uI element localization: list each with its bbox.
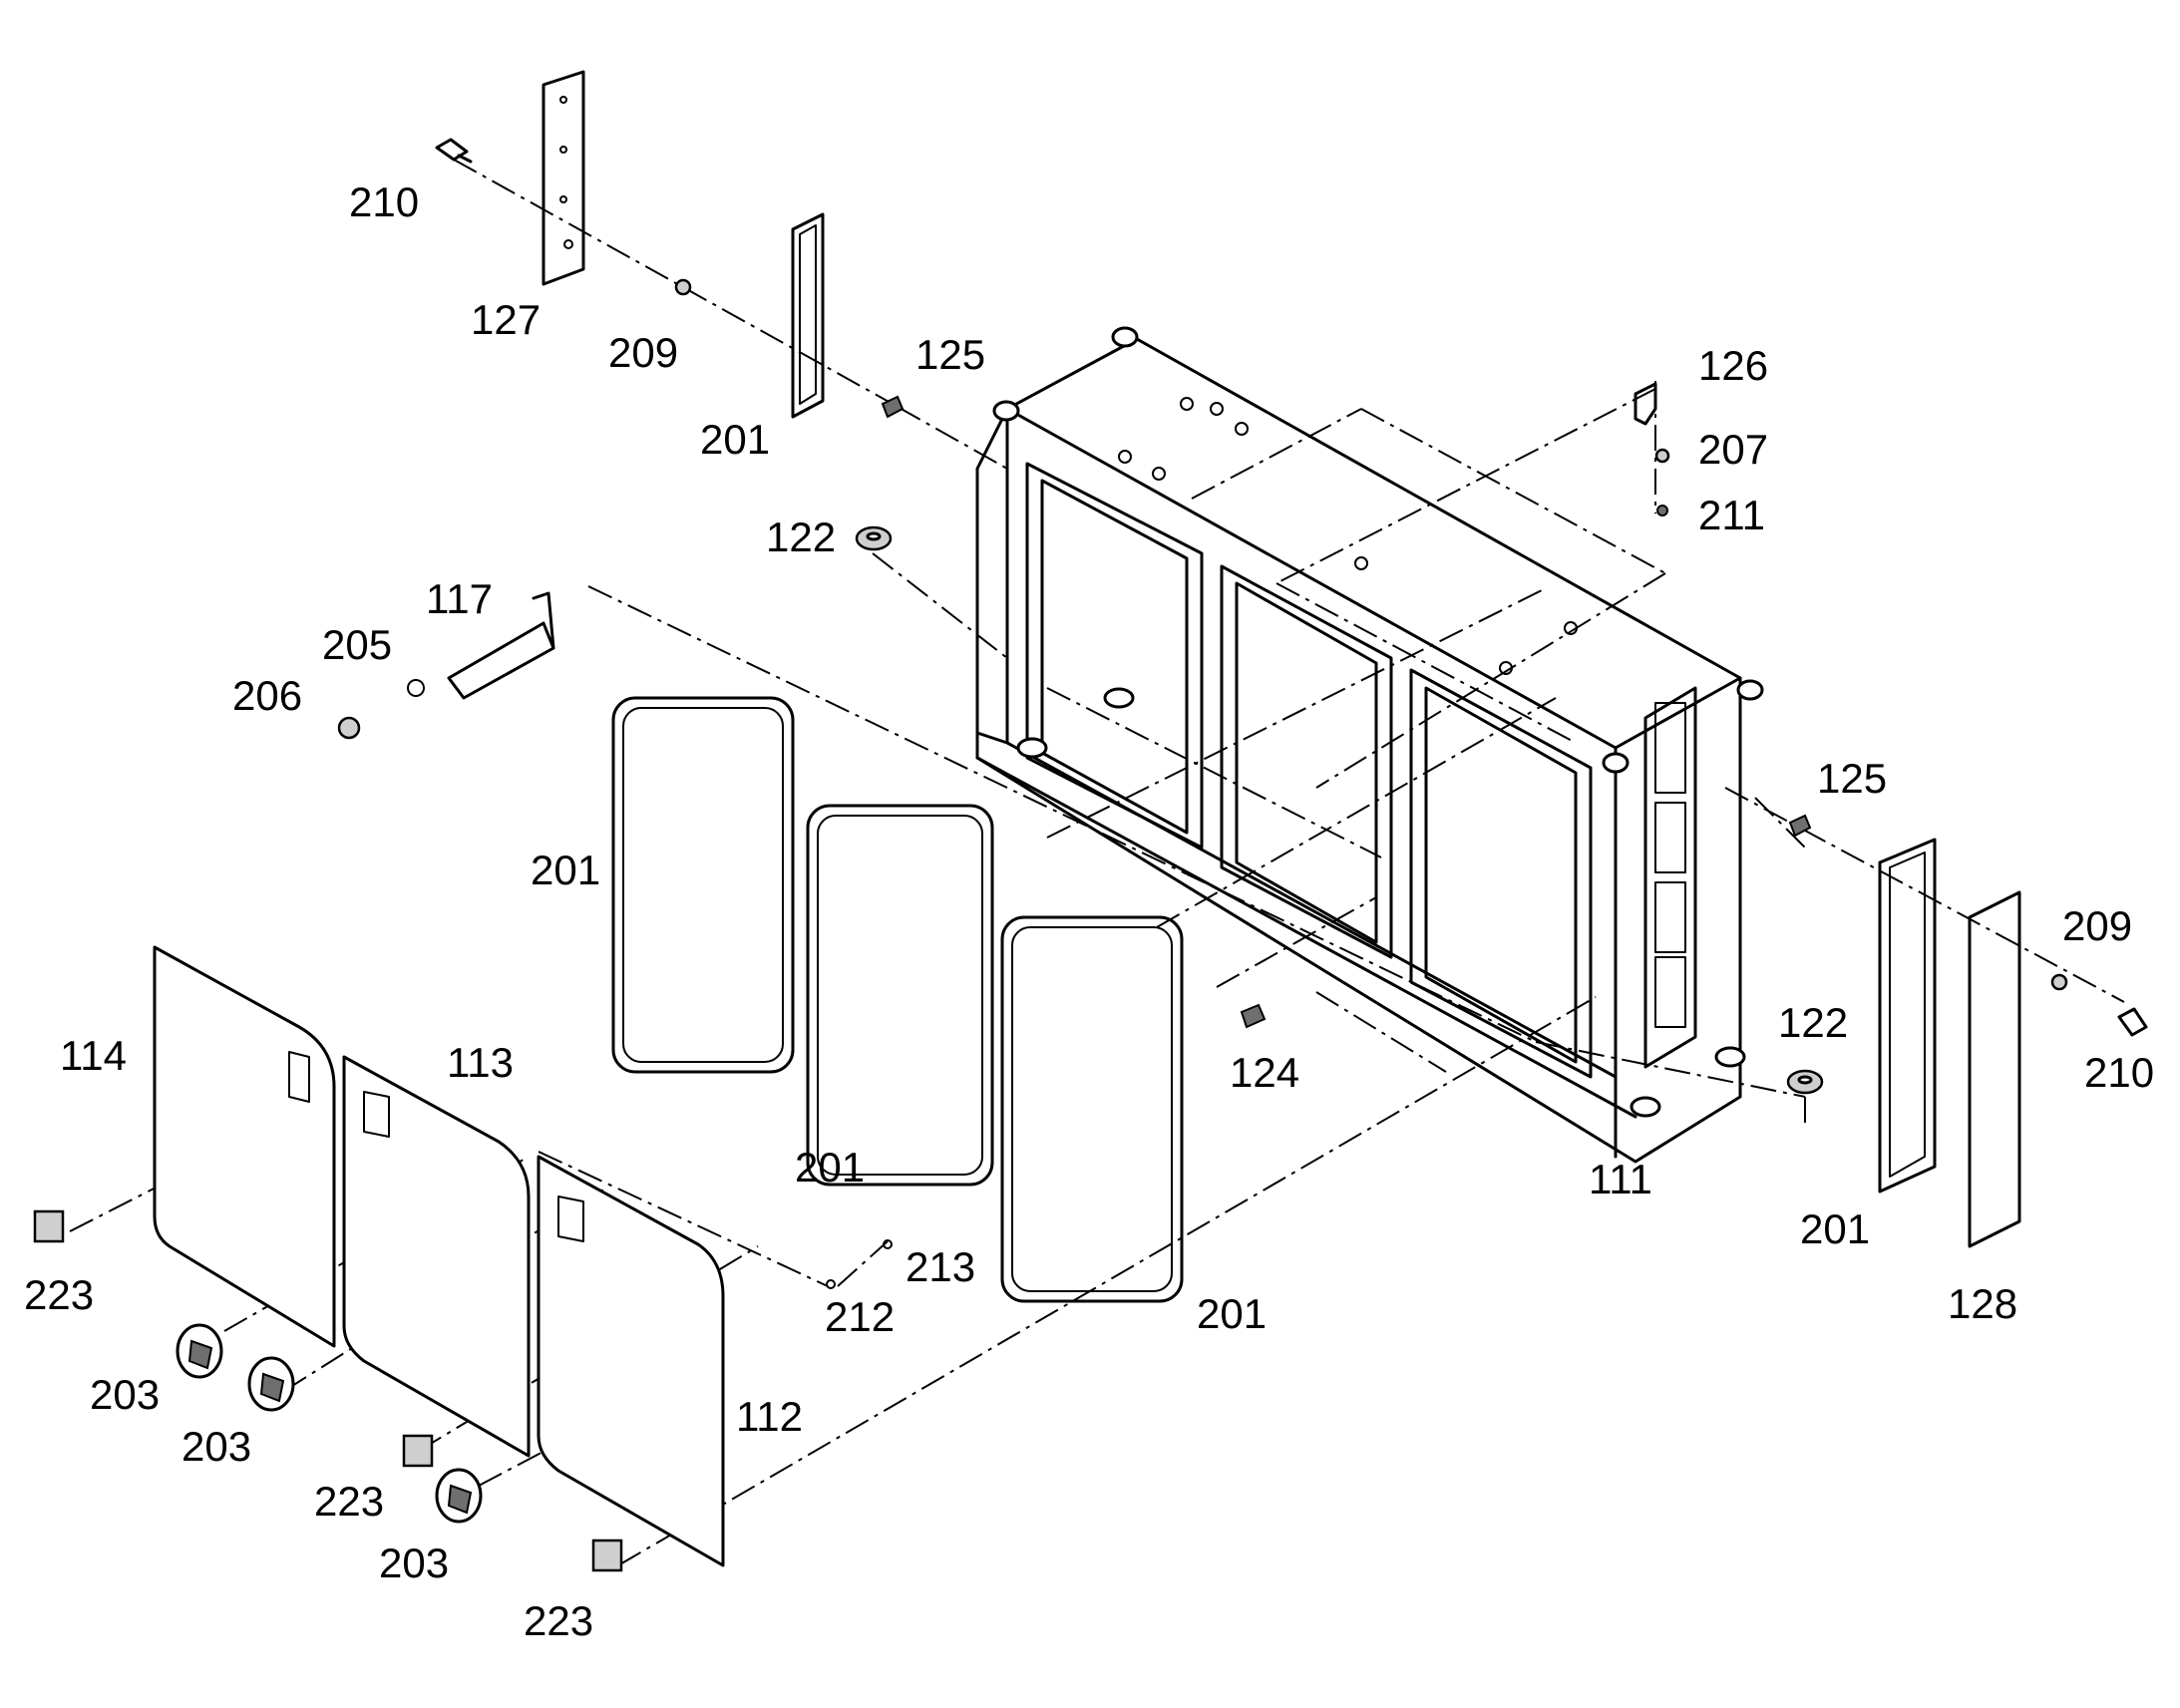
callout-124: 124	[1230, 1049, 1300, 1096]
latch-203-a	[176, 1323, 223, 1379]
callout-201-bottom: 201	[1197, 1290, 1268, 1337]
callout-203-a: 203	[90, 1371, 161, 1418]
callout-209-right: 209	[2062, 902, 2133, 949]
callout-211: 211	[1698, 492, 1765, 538]
callout-126: 126	[1698, 342, 1769, 389]
callout-209-top: 209	[608, 329, 679, 376]
washer-205	[407, 679, 425, 697]
door-113	[342, 1055, 531, 1458]
callout-210-right: 210	[2084, 1049, 2155, 1096]
plate-127	[542, 70, 585, 286]
hinge-223-a	[33, 1209, 65, 1243]
callout-203-c: 203	[379, 1539, 450, 1586]
gasket-201-large-3	[1000, 915, 1184, 1303]
washer-209-top	[674, 278, 692, 296]
bolt-210-top	[435, 138, 473, 164]
callout-128: 128	[1948, 1280, 2018, 1327]
callout-125-top: 125	[915, 331, 986, 378]
callout-223-c: 223	[524, 1597, 594, 1644]
callout-206: 206	[232, 672, 303, 719]
callout-112: 112	[736, 1393, 803, 1440]
callout-205: 205	[322, 621, 393, 668]
enclosure-111	[975, 326, 1764, 1164]
nut-206	[337, 716, 361, 740]
hinge-223-b	[402, 1434, 434, 1468]
latch-203-b	[247, 1356, 295, 1412]
callout-212: 212	[825, 1293, 896, 1340]
washer-209-right	[2050, 973, 2068, 991]
callout-125-right: 125	[1817, 755, 1888, 802]
callout-210-top: 210	[349, 178, 420, 225]
callout-201-mid: 201	[795, 1144, 866, 1191]
callout-201-left: 201	[531, 847, 601, 893]
bracket-117	[447, 591, 555, 700]
clip-126	[1634, 382, 1657, 426]
gasket-201-large-2	[806, 804, 994, 1187]
callout-114: 114	[60, 1032, 127, 1079]
hinge-223-c	[591, 1538, 623, 1572]
nut-211	[1656, 505, 1668, 516]
callout-213: 213	[906, 1243, 976, 1290]
gasket-201-right	[1878, 838, 1937, 1194]
callout-111: 111	[1589, 1156, 1652, 1202]
screw-125-top	[881, 395, 905, 419]
callout-203-b: 203	[182, 1423, 252, 1470]
door-114	[153, 945, 336, 1348]
plate-128	[1968, 890, 2021, 1248]
callout-223-b: 223	[314, 1478, 385, 1525]
gasket-201-large-1	[611, 696, 795, 1074]
callout-113: 113	[447, 1039, 514, 1086]
callout-122-top: 122	[766, 513, 837, 560]
washer-207	[1654, 448, 1670, 464]
door-112	[537, 1155, 725, 1567]
part-213	[883, 1239, 893, 1249]
bolt-210-right	[2117, 1007, 2148, 1037]
callout-122-right: 122	[1778, 999, 1849, 1046]
part-212	[826, 1279, 836, 1289]
washer-122-top	[855, 525, 893, 551]
screw-124	[1240, 1003, 1267, 1029]
callout-201-top: 201	[700, 416, 771, 463]
callout-127: 127	[471, 296, 542, 343]
screw-125-right	[1788, 814, 1812, 838]
latch-203-c	[435, 1468, 483, 1524]
gasket-201-top	[791, 212, 825, 419]
callout-223-a: 223	[24, 1271, 95, 1318]
callout-201-right: 201	[1800, 1205, 1871, 1252]
washer-122-right	[1786, 1069, 1824, 1095]
callout-207: 207	[1698, 426, 1769, 473]
callout-117: 117	[426, 575, 493, 622]
